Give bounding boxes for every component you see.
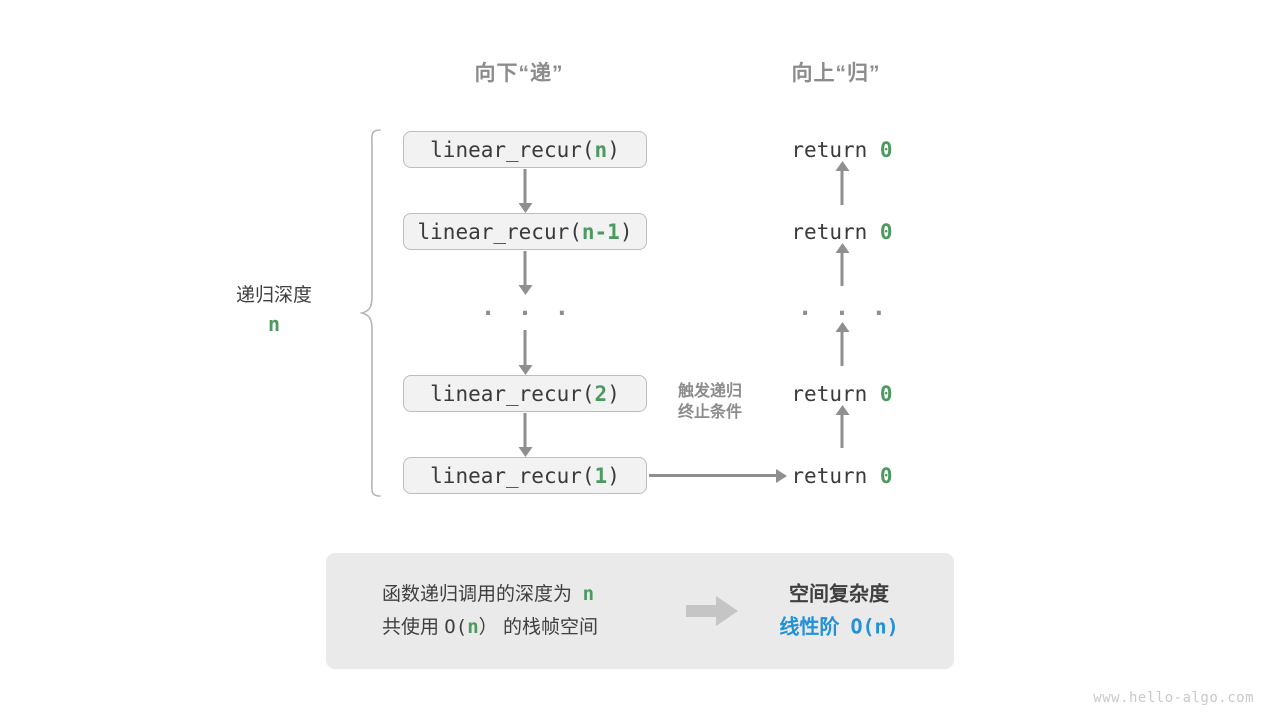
complexity-result: 空间复杂度 线性阶 O(n) [779, 579, 898, 644]
return-value: 0 [879, 138, 893, 162]
summary-line-2-prefix: 共使用 [382, 617, 440, 638]
terminate-label-line2: 终止条件 [677, 404, 743, 421]
complexity-order-name: 线性阶 [779, 616, 840, 639]
return-arrow-up-2 [840, 252, 844, 286]
call-arrow-down-1 [523, 169, 527, 204]
return-arrow-up-3 [840, 331, 844, 366]
watermark: www.hello-algo.com [1093, 690, 1254, 706]
summary-bigo-close: ） [478, 617, 498, 638]
summary-line-1-text: 函数递归调用的深度为 [382, 584, 573, 605]
recursion-depth-brace [360, 129, 381, 497]
call-box-prefix: linear_recur( [430, 137, 595, 162]
column-header-descend: 向下“递” [474, 62, 564, 85]
call-box-suffix: ) [607, 381, 620, 406]
call-ellipsis: · · · [480, 299, 574, 327]
call-box-suffix: ) [619, 219, 633, 244]
return-statement-1: return 0 [791, 138, 892, 162]
column-header-ascend: 向上“归” [791, 62, 881, 85]
call-box-arg: 1 [594, 463, 608, 488]
call-box-suffix: ) [607, 137, 620, 162]
call-box-arg: n [594, 137, 608, 162]
complexity-bigo: O(n) [850, 614, 899, 639]
return-arrow-up-4 [840, 414, 844, 448]
complexity-title: 空间复杂度 [788, 583, 889, 606]
summary-line-2-suffix: 的栈帧空间 [502, 617, 598, 638]
right-arrow-icon [686, 596, 738, 626]
call-box-n[interactable]: linear_recur(n) [403, 131, 647, 168]
return-keyword: return [791, 138, 868, 162]
call-box-prefix: linear_recur( [430, 463, 595, 488]
depth-label-variable: n [267, 312, 281, 336]
call-arrow-down-3 [523, 330, 527, 366]
call-box-1[interactable]: linear_recur(1) [403, 457, 647, 494]
complexity-value: 线性阶 O(n) [779, 611, 898, 644]
terminate-arrow [649, 474, 777, 477]
complexity-summary-panel: 函数递归调用的深度为 n 共使用 O(n） 的栈帧空间 空间复杂度 线性阶 O(… [326, 553, 954, 669]
depth-label-text: 递归深度 [235, 285, 313, 306]
return-keyword: return [791, 220, 868, 244]
call-arrow-down-4 [523, 413, 527, 448]
return-value: 0 [879, 220, 893, 244]
call-box-prefix: linear_recur( [417, 219, 582, 244]
return-arrow-up-1 [840, 170, 844, 205]
call-arrow-down-2 [523, 251, 527, 286]
return-keyword: return [791, 464, 868, 488]
summary-line-1-variable: n [582, 583, 595, 605]
terminate-condition-label: 触发递归 终止条件 [678, 381, 742, 423]
summary-line-1: 函数递归调用的深度为 n [382, 578, 598, 611]
call-box-arg: 2 [594, 381, 608, 406]
recursion-depth-label: 递归深度 n [236, 283, 312, 339]
summary-bigo-variable: n [467, 616, 479, 638]
return-keyword: return [791, 382, 868, 406]
return-statement-3: return 0 [791, 382, 892, 406]
call-box-n-minus-1[interactable]: linear_recur(n-1) [403, 213, 647, 250]
call-box-2[interactable]: linear_recur(2) [403, 375, 647, 412]
call-box-suffix: ) [607, 463, 620, 488]
terminate-label-line1: 触发递归 [677, 383, 743, 400]
return-value: 0 [879, 464, 893, 488]
call-box-prefix: linear_recur( [430, 381, 595, 406]
summary-description: 函数递归调用的深度为 n 共使用 O(n） 的栈帧空间 [382, 578, 598, 644]
return-value: 0 [879, 382, 893, 406]
summary-line-2: 共使用 O(n） 的栈帧空间 [382, 611, 598, 644]
call-box-arg: n-1 [581, 219, 620, 244]
return-statement-4: return 0 [791, 464, 892, 488]
return-statement-2: return 0 [791, 220, 892, 244]
summary-bigo-open: O( [444, 616, 468, 638]
